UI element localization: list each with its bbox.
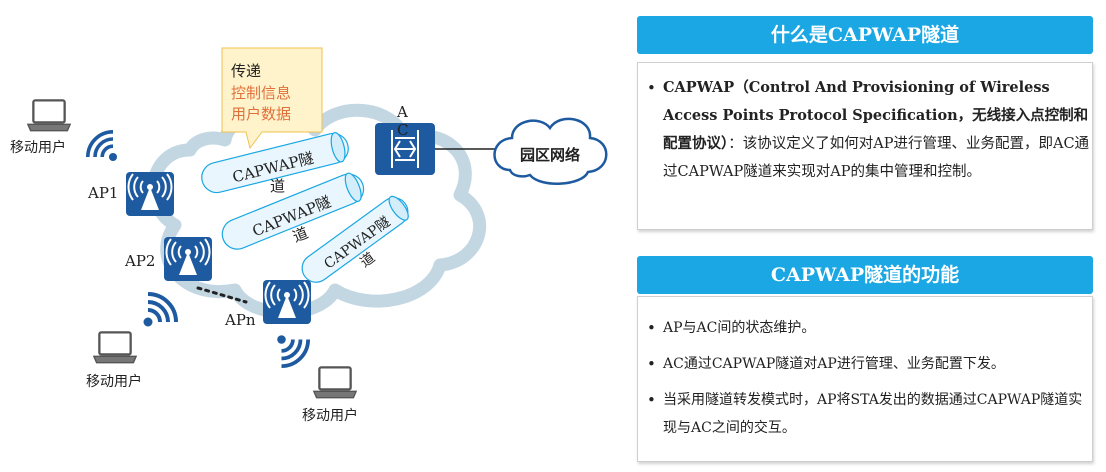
ap1-icon bbox=[125, 172, 175, 216]
ac-label-2: C bbox=[397, 121, 408, 139]
callout-line2: 控制信息 bbox=[231, 84, 291, 102]
apn-label: APn bbox=[224, 311, 256, 329]
panel1-box: CAPWAP（Control And Provisioning of Wirel… bbox=[637, 62, 1093, 230]
campus-network-label: 园区网络 bbox=[520, 146, 580, 164]
laptop-icon-2 bbox=[92, 331, 138, 364]
tunnel-1-label-2: 道 bbox=[270, 177, 285, 195]
user-label-2: 移动用户 bbox=[86, 373, 142, 390]
panel2-item-2: AC通过CAPWAP隧道对AP进行管理、业务配置下发。 bbox=[638, 350, 1092, 378]
ac-label-1: A bbox=[396, 103, 408, 121]
panel1-item: CAPWAP（Control And Provisioning of Wirel… bbox=[638, 74, 1092, 186]
ap2-icon bbox=[163, 237, 213, 281]
wifi-signal-icon-2 bbox=[141, 292, 178, 329]
panel1-text-rest: ：该协议定义了如何对AP进行管理、业务配置，即AC通过CAPWAP隧道来实现对A… bbox=[663, 136, 1090, 180]
tunnel-2-label-2: 道 bbox=[290, 224, 311, 246]
ac-icon bbox=[391, 130, 419, 168]
panel2-item-1: AP与AC间的状态维护。 bbox=[638, 314, 1092, 342]
panel2-item-3: 当采用隧道转发模式时，AP将STA发出的数据通过CAPWAP隧道实现与AC之间的… bbox=[638, 386, 1092, 442]
apn-icon bbox=[262, 280, 312, 324]
callout-line1: 传递 bbox=[231, 62, 261, 80]
ap-dotted-link bbox=[196, 286, 248, 304]
laptop-icon-1 bbox=[26, 99, 72, 132]
panel1-text-bold: CAPWAP（Control And Provisioning of Wirel… bbox=[663, 79, 1089, 152]
laptop-icon-3 bbox=[312, 366, 358, 399]
panel1-title: 什么是CAPWAP隧道 bbox=[637, 16, 1093, 54]
ap2-label: AP2 bbox=[124, 252, 155, 270]
ap1-label: AP1 bbox=[87, 184, 118, 202]
panel2-box: AP与AC间的状态维护。 AC通过CAPWAP隧道对AP进行管理、业务配置下发。… bbox=[637, 296, 1093, 462]
network-diagram: 传递 控制信息 用户数据 CAPWAP隧 道 CAPWAP隧 道 CAPWAP隧… bbox=[10, 47, 608, 424]
wifi-signal-icon-1 bbox=[86, 130, 119, 163]
callout-line3: 用户数据 bbox=[231, 105, 291, 123]
user-label-1: 移动用户 bbox=[10, 139, 66, 156]
campus-network-cloud bbox=[493, 117, 608, 185]
panel2-title: CAPWAP隧道的功能 bbox=[637, 256, 1093, 294]
user-label-3: 移动用户 bbox=[302, 407, 358, 424]
wifi-signal-icon-3 bbox=[275, 333, 310, 368]
callout-bubble bbox=[221, 47, 323, 150]
